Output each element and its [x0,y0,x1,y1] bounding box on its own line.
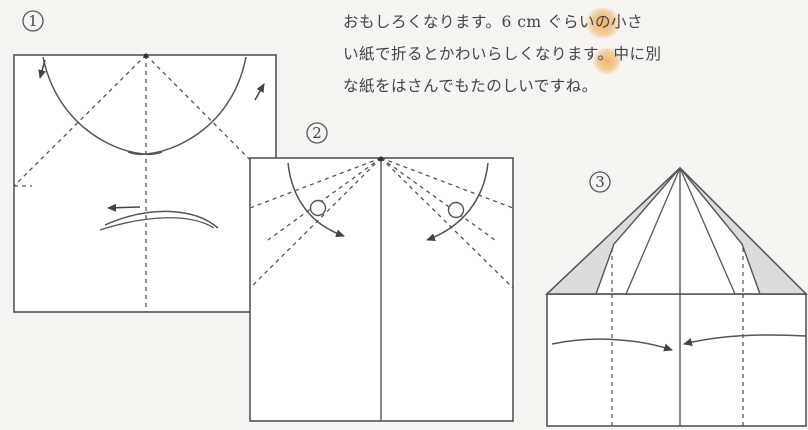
step-1-paper [13,54,277,313]
step-2-right-circle-mark [447,201,465,219]
step-1-right-arrow-icon [254,83,265,101]
step-2-right-diagonal-fold [380,157,514,289]
step-3-right-inner-edge [679,167,736,295]
step-1-left-arrow-icon [38,59,46,79]
text-line-1: おもしろくなります。6 cm ぐらいの小さ [343,13,644,31]
step-3-left-arrow-icon [551,338,673,352]
step-2-right-arrow-icon [426,162,489,241]
step-1-lower-curve-2 [99,217,215,231]
step-3-number: 3 [595,173,605,191]
step-2-top-point [378,156,384,162]
step-2-diagram: 2 [249,122,514,422]
step-1-lower-curve [104,210,219,229]
step-1-number-circle [22,10,44,32]
text-line-2: い紙で折るとかわいらしくなります。中に別 [343,45,662,63]
step-3-right-arrow-icon [683,334,807,346]
orange-stain-2 [592,48,622,74]
text-line-3: な紙をはさんでもたのしいですね。 [343,77,598,95]
step-1-diagram: 1 [13,10,277,313]
step-2-left-diagonal-fold [249,157,382,289]
step-1-right-curve [127,56,247,155]
step-2-left-arrow-icon [287,162,345,238]
step-2-number-circle [306,122,328,144]
step-3-number-circle [589,171,611,193]
description-text: おもしろくなります。6 cm ぐらいの小さ い紙で折るとかわいらしくなります。中… [343,6,803,102]
orange-stain [584,8,622,38]
step-3-diagram: 3 [544,166,808,427]
step-1-number: 1 [28,12,38,30]
step-2-number: 2 [312,124,322,142]
step-3-left-inner-edge [625,167,681,295]
step-1-lower-arrow-icon [107,203,141,212]
step-3-paper-body [546,293,807,427]
step-1-left-diagonal-fold [13,54,147,187]
step-2-left-circle-mark [309,199,327,217]
step-1-top-point [143,53,149,59]
